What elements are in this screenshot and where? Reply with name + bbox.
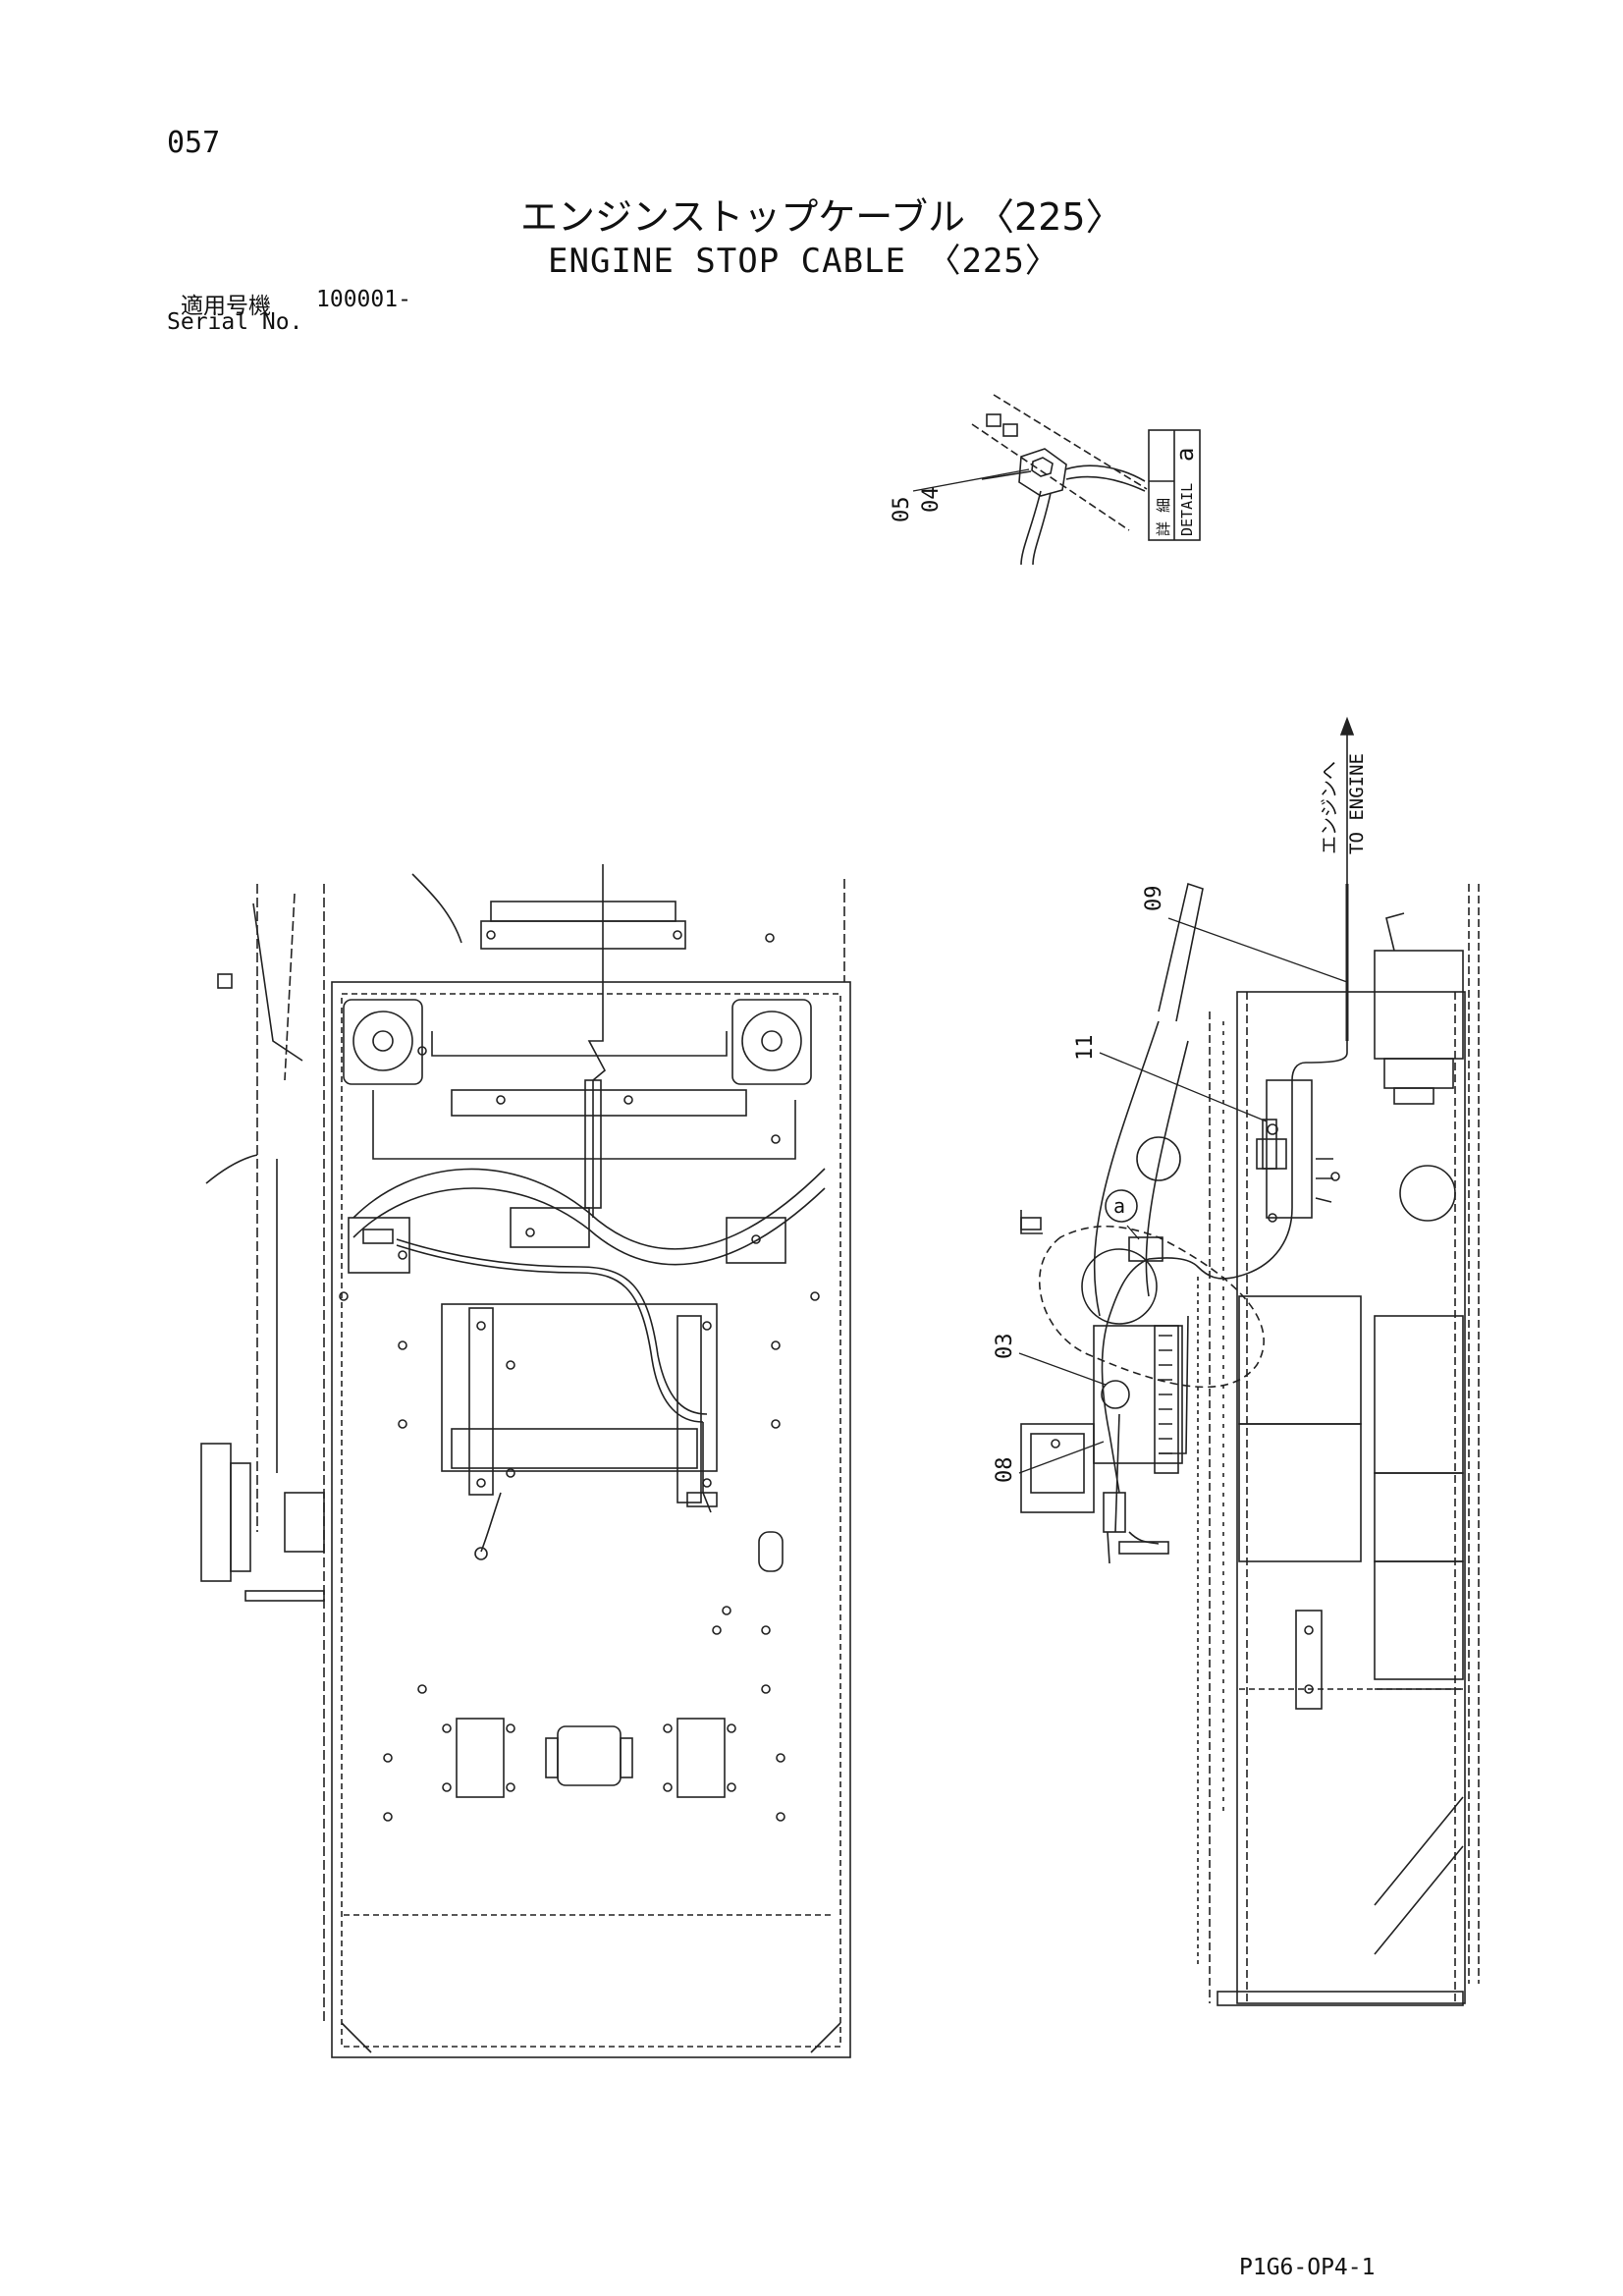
- page-title-english: ENGINE STOP CABLE 〈225〉: [548, 242, 1059, 281]
- callout-09: 09: [1142, 886, 1166, 912]
- page-title-japanese: エンジンストップケーブル 〈225〉: [520, 195, 1123, 239]
- engine-label-english: TO ENGINE: [1346, 753, 1368, 854]
- detail-label-english: DETAIL: [1178, 483, 1196, 536]
- detail-callout-05: 05: [890, 497, 914, 523]
- callout-03: 03: [993, 1334, 1017, 1360]
- engine-label-japanese: エンジンへ: [1319, 761, 1340, 854]
- serial-label-japanese: 適用号機: [181, 294, 271, 319]
- serial-number-value: 100001-: [316, 287, 411, 312]
- detail-label-japanese: 詳 細: [1155, 498, 1172, 536]
- detail-callout-04: 04: [919, 487, 944, 514]
- drawing-code: P1G6-OP4-1: [1239, 2255, 1376, 2280]
- left-top-view: [200, 864, 851, 2058]
- reference-a-letter: a: [1113, 1194, 1125, 1218]
- detail-a-view: [912, 394, 1201, 566]
- serial-label-english: Serial No.: [167, 309, 303, 335]
- leader-lines: [1018, 917, 1348, 1474]
- page-number: 057: [167, 126, 221, 160]
- callout-08: 08: [993, 1457, 1017, 1484]
- right-side-view: [1020, 716, 1480, 2006]
- detail-letter: a: [1171, 448, 1199, 462]
- callout-11: 11: [1073, 1035, 1098, 1062]
- reference-a-marker: [1105, 1189, 1138, 1223]
